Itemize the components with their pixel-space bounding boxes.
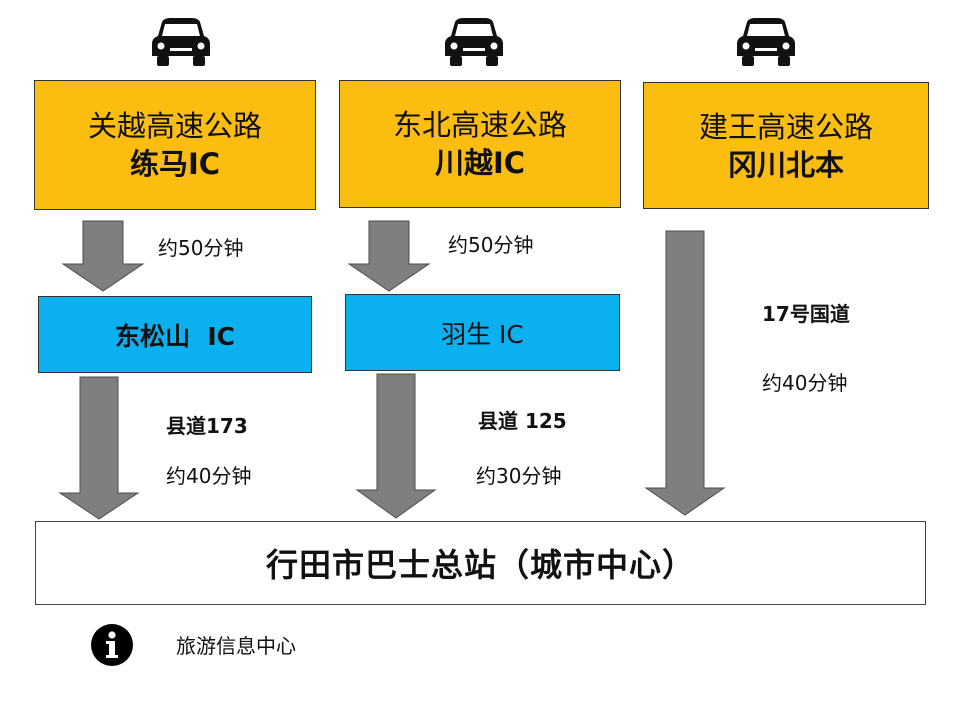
interchange-box-higashimatsuyama: 东松山 IC (38, 296, 312, 373)
down-arrow (644, 230, 726, 516)
car-icon (737, 18, 795, 66)
expressway-box-kenoh: 建王高速公路 冈川北本 (643, 82, 929, 209)
travel-time-label: 约50分钟 (448, 233, 534, 257)
expressway-name: 东北高速公路 (392, 108, 567, 142)
interchange-name: 羽生 IC (441, 319, 524, 349)
expressway-exit: 冈川北本 (727, 147, 844, 182)
destination-box: 行田市巴士总站（城市中心） (35, 521, 926, 605)
travel-time-label: 约50分钟 (158, 236, 244, 260)
expressway-box-kanetsu: 关越高速公路 练马IC (34, 80, 316, 210)
expressway-name: 建王高速公路 (698, 109, 873, 144)
road-label: 县道 125 (478, 409, 567, 433)
travel-time-label: 约40分钟 (166, 464, 252, 488)
travel-time-label: 约40分钟 (762, 371, 848, 395)
interchange-box-hanyu: 羽生 IC (345, 294, 620, 371)
down-arrow (347, 220, 431, 292)
down-arrow (61, 220, 145, 292)
expressway-name: 关越高速公路 (87, 109, 262, 143)
info-label: 旅游信息中心 (176, 634, 296, 658)
down-arrow (355, 373, 437, 519)
expressway-exit: 练马IC (129, 147, 221, 181)
road-label: 17号国道 (762, 302, 850, 326)
car-icon (152, 18, 210, 66)
info-icon (91, 624, 133, 666)
travel-time-label: 约30分钟 (476, 464, 562, 488)
expressway-exit: 川越IC (434, 146, 526, 180)
car-icon (445, 18, 503, 66)
road-label: 县道173 (166, 414, 248, 438)
interchange-name: 东松山 IC (114, 321, 236, 351)
destination-name: 行田市巴士总站（城市中心） (265, 546, 695, 584)
down-arrow (58, 376, 140, 520)
expressway-box-tohoku: 东北高速公路 川越IC (339, 80, 621, 208)
